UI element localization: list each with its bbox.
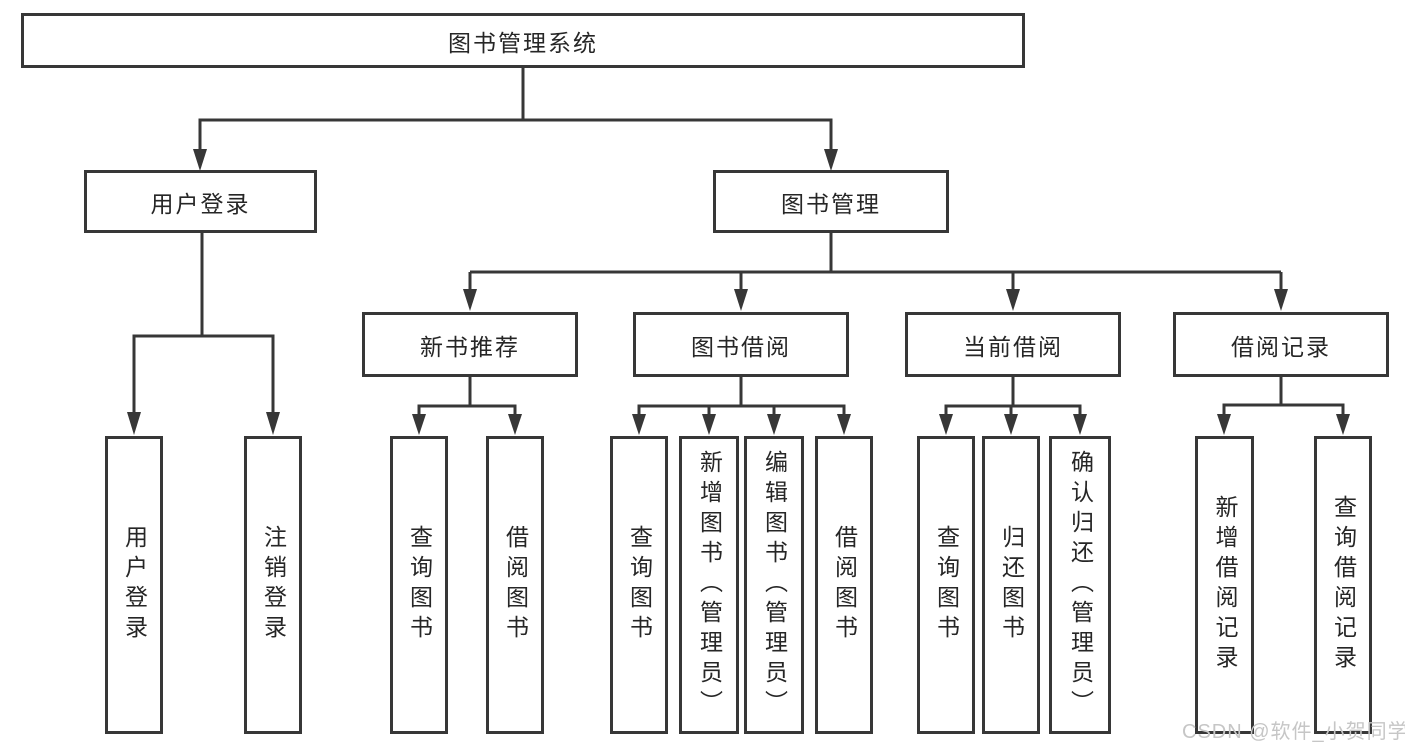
- node-label: 新增借阅记录: [1212, 495, 1238, 675]
- node-label: 确认归还（管理员）: [1067, 450, 1094, 720]
- node-label: 归还图书: [998, 525, 1025, 645]
- connector-new-book-to-leaves: [412, 377, 522, 435]
- connector-root-to-level2: [193, 68, 838, 171]
- arrow-down-icon: [632, 414, 646, 435]
- node-label: 查询图书: [406, 525, 433, 645]
- node-book-management-module: 图书管理: [713, 170, 949, 233]
- arrow-down-icon: [1073, 414, 1087, 435]
- node-label: 查询图书: [933, 525, 960, 645]
- arrow-down-icon: [193, 149, 207, 171]
- arrow-down-icon: [266, 412, 280, 435]
- node-label: 查询图书: [626, 525, 653, 645]
- leaf-return-books: 归还图书: [982, 436, 1040, 734]
- node-user-login-module: 用户登录: [84, 170, 317, 233]
- node-new-book-recommend: 新书推荐: [362, 312, 578, 377]
- leaf-query-books-recommend: 查询图书: [390, 436, 448, 734]
- node-label: 图书管理: [781, 190, 881, 217]
- arrow-down-icon: [837, 414, 851, 435]
- node-label: 注销登录: [260, 525, 287, 645]
- csdn-watermark: CSDN @软件_小贺同学: [1182, 721, 1405, 743]
- node-label: 新书推荐: [420, 333, 520, 360]
- leaf-query-books-borrow: 查询图书: [610, 436, 668, 734]
- arrow-down-icon: [127, 412, 141, 435]
- node-label: 用户登录: [121, 525, 148, 645]
- connector-book-management-to-level3: [463, 233, 1288, 311]
- connector-book-borrow-to-leaves: [632, 377, 851, 435]
- arrow-down-icon: [1336, 414, 1350, 435]
- node-label: 借阅图书: [502, 525, 529, 645]
- leaf-user-login: 用户登录: [105, 436, 163, 734]
- node-label: 编辑图书（管理员）: [761, 450, 788, 720]
- leaf-logout: 注销登录: [244, 436, 302, 734]
- leaf-query-borrow-record: 查询借阅记录: [1314, 436, 1372, 734]
- leaf-borrow-books: 借阅图书: [815, 436, 873, 734]
- arrow-down-icon: [939, 414, 953, 435]
- arrow-down-icon: [734, 289, 748, 311]
- arrow-down-icon: [1004, 414, 1018, 435]
- leaf-query-books-current: 查询图书: [917, 436, 975, 734]
- node-label: 借阅图书: [831, 525, 858, 645]
- arrow-down-icon: [702, 414, 716, 435]
- node-label: 当前借阅: [963, 333, 1063, 360]
- node-label: 借阅记录: [1231, 333, 1331, 360]
- arrow-down-icon: [412, 414, 426, 435]
- leaf-add-borrow-record: 新增借阅记录: [1195, 436, 1254, 734]
- node-book-borrow: 图书借阅: [633, 312, 849, 377]
- leaf-confirm-return-admin: 确认归还（管理员）: [1049, 436, 1111, 734]
- arrow-down-icon: [1274, 289, 1288, 311]
- arrow-down-icon: [508, 414, 522, 435]
- node-label: 新增图书（管理员）: [696, 450, 723, 720]
- node-label: 用户登录: [150, 190, 251, 217]
- node-library-management-system: 图书管理系统: [21, 13, 1025, 68]
- arrow-down-icon: [767, 414, 781, 435]
- connector-borrow-records-to-leaves: [1217, 377, 1350, 435]
- node-label: 图书管理系统: [448, 29, 598, 56]
- leaf-borrow-books-recommend: 借阅图书: [486, 436, 544, 734]
- connector-user-login-to-leaves: [127, 233, 280, 435]
- node-label: 查询借阅记录: [1330, 495, 1357, 675]
- arrow-down-icon: [1006, 289, 1020, 311]
- connector-current-borrow-to-leaves: [939, 377, 1087, 435]
- leaf-add-books-admin: 新增图书（管理员）: [679, 436, 739, 734]
- arrow-down-icon: [463, 289, 477, 311]
- arrow-down-icon: [824, 149, 838, 171]
- arrow-down-icon: [1217, 414, 1231, 435]
- node-borrow-records: 借阅记录: [1173, 312, 1389, 377]
- node-current-borrow: 当前借阅: [905, 312, 1121, 377]
- node-label: 图书借阅: [691, 333, 791, 360]
- leaf-edit-books-admin: 编辑图书（管理员）: [744, 436, 804, 734]
